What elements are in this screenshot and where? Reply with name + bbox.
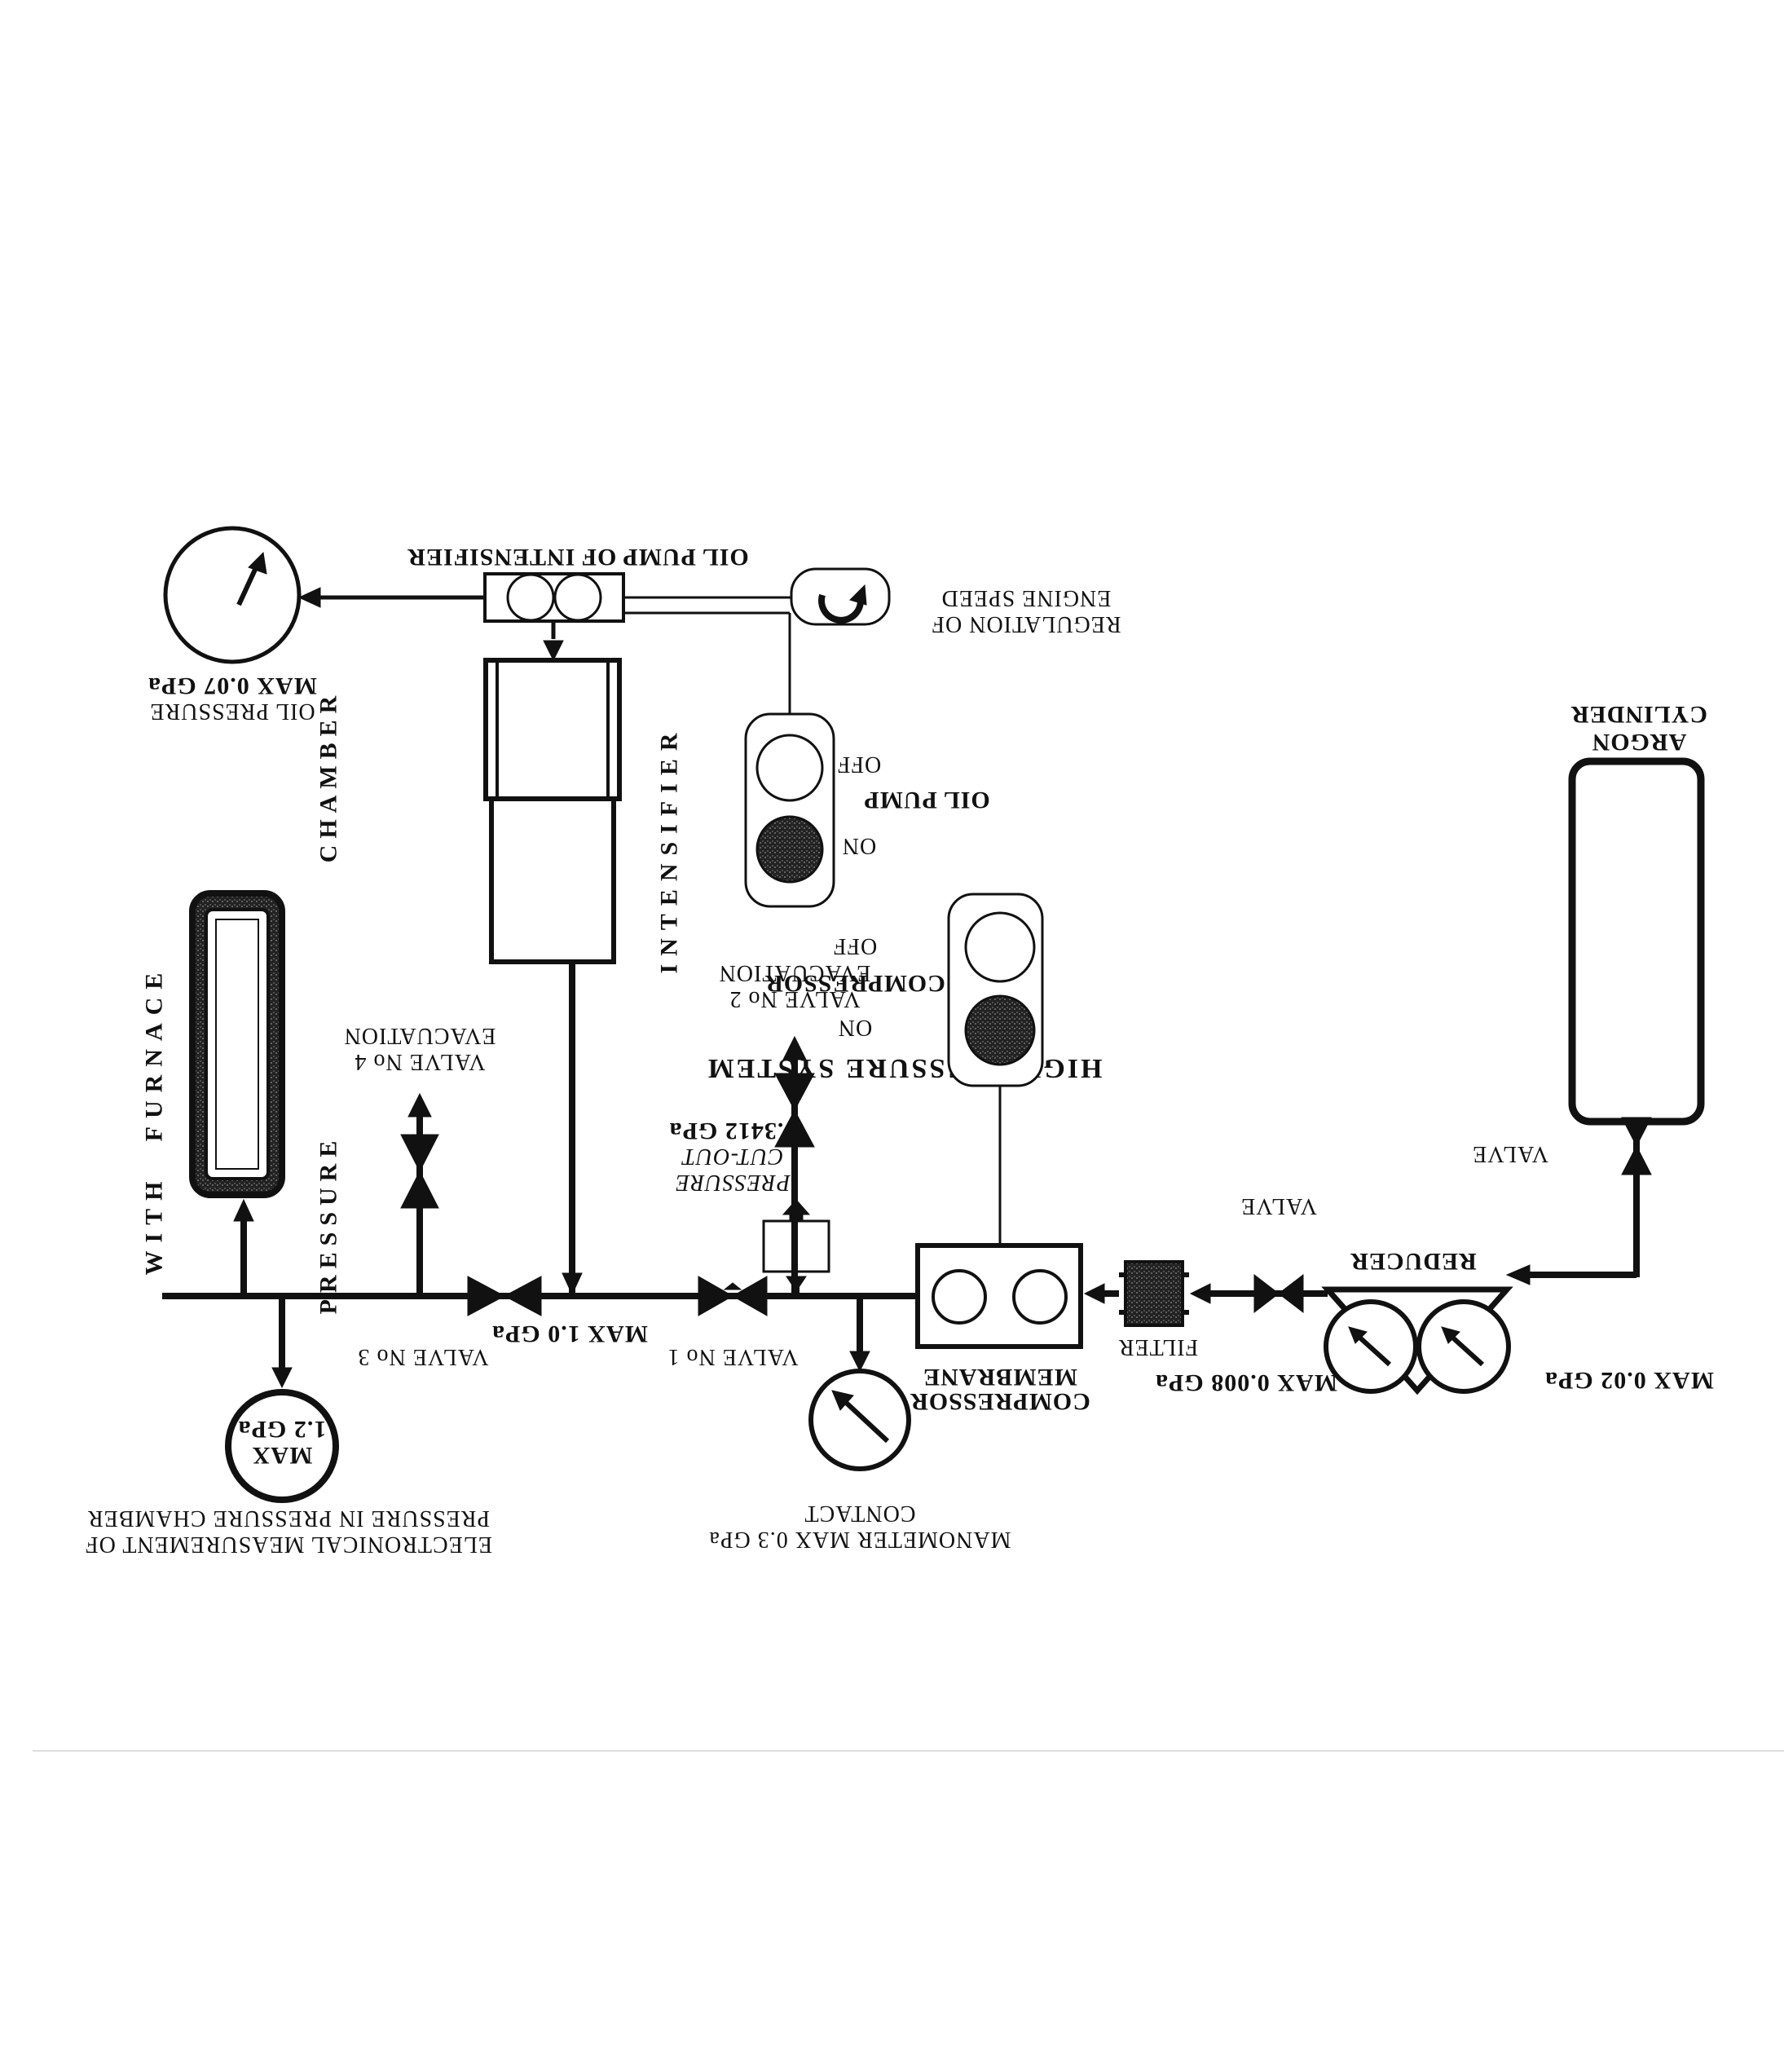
filter-icon [1119,1260,1189,1327]
compressor-on-indicator-icon [964,994,1036,1066]
rotate-icon [818,593,864,624]
membrane-compressor [915,1243,1083,1349]
cutout-label: CUT-OUT [681,1144,783,1169]
pressure-chamber-measurement-label: PRESSURE IN PRESSURE CHAMBER [87,1506,490,1531]
valve-no4-icon[interactable] [400,1134,439,1209]
filter-valve-icon [1253,1273,1304,1314]
reducer-gauge-high-icon [1416,1299,1511,1394]
chamber-vertical-text: CHAMBER [315,690,342,863]
valve-no3-icon[interactable] [467,1276,542,1316]
valve-no2-evacuation-label: EVACUATION [719,960,871,985]
arrow-to-oil-gauge-icon [297,587,321,608]
valve-no2-arrow-icon [782,1035,807,1060]
valve-no1-icon[interactable] [698,1276,768,1316]
engine-speed-regulator[interactable] [790,567,891,626]
oil-pump-of-intensifier-label: OIL PUMP OF INTENSIFIER [407,544,748,571]
intensifier [483,658,622,964]
pressure-chamber-with-furnace [189,890,285,1198]
arrow-to-reducer-icon [1505,1264,1531,1285]
gauge-value-label: 1.2 GPa [238,1416,327,1443]
engine-speed-label: ENGINE SPEED [941,585,1112,611]
membrane-label: MEMBRANE [923,1364,1077,1391]
argon-cylinder [1568,757,1705,1126]
manometer-max-label: MANOMETER MAX 0.3 GPa [709,1527,1011,1552]
arrow-to-furnace-icon [233,1198,254,1222]
furnace-vertical-label: WITH FURNACE [141,965,168,1276]
cutout-pressure-label: PRESSURE [675,1170,791,1195]
cutout-value-label: 0.3412 GPa [669,1118,797,1144]
argon-label: ARGON [1592,729,1687,756]
pressure-chamber-vertical-label: PRESSURE CHAMBER [315,690,342,1315]
electronic-measurement-label: ELECTRONICAL MEASUREMENT OF [85,1532,492,1557]
pressure-vertical-text: PRESSURE [315,1135,342,1315]
valve-no4-evacuation-label: EVACUATION [344,1023,496,1048]
oil-pump-switch[interactable] [744,712,835,908]
oil-pump-switch-label: OIL PUMP [863,787,990,813]
gauge-max-label: MAX [252,1442,313,1469]
valve-no4-label: VALVE No 4 [355,1049,486,1074]
compressor-on-label: ON [838,1015,872,1040]
valve-no3-label: VALVE No 3 [358,1344,489,1369]
oil-pump-off-indicator-icon [755,734,824,802]
arrow-to-filter-icon [1189,1283,1211,1304]
compressor-switch-label: COMPRESSOR [764,970,945,997]
furnace-vertical-text: FURNACE [141,965,168,1142]
oil-pump-off-label: OFF [837,752,881,777]
intensifier-arrow-icon [562,1272,583,1296]
oil-pump-on-label: ON [842,833,876,858]
oil-pressure-max-label: MAX 0.07 GPa [148,672,317,699]
valve-no2-label: VALVE No 2 [729,986,861,1012]
compressor-off-indicator-icon [964,911,1036,983]
valve-no2-icon[interactable] [774,1073,815,1148]
valve-no4-arrow-icon [407,1092,432,1118]
compressor-label: COMPRESSOR [910,1388,1090,1415]
intensifier-vertical-text: INTENSIFIER [656,725,683,973]
electronic-pressure-gauge-icon [225,1389,339,1503]
contact-manometer-gauge-icon [808,1369,911,1471]
arrow-to-electronic-gauge-icon [271,1367,293,1389]
oil-pressure-label: OIL PRESSURE [149,699,315,724]
arrow-to-compressor-icon [1083,1283,1105,1304]
valve-no1-label: VALVE No 1 [667,1344,799,1369]
compressor-off-label: OFF [833,933,877,959]
regulation-label: REGULATION OF [931,611,1121,637]
oil-pump-to-intensifier-arrow-icon [543,640,564,662]
reducer-max-high-label: MAX 0.02 GPa [1544,1367,1714,1394]
filter-valve-label: VALVE [1240,1193,1317,1219]
oil-pressure-gauge-icon [163,526,302,664]
contact-label: CONTACT [804,1501,916,1526]
compressor-switch[interactable] [947,893,1044,1087]
oil-pump-on-indicator-icon [755,815,824,884]
oil-pump-of-intensifier [483,572,625,623]
reducer-gauge-low-icon [1324,1299,1418,1394]
arrow-to-manometer-icon [849,1351,870,1373]
reducer-max-low-label: MAX 0.008 GPa [1155,1369,1337,1396]
reducer-label: REDUCER [1350,1248,1476,1275]
max-1-0-label: MAX 1.0 GPa [491,1320,648,1347]
with-vertical-text: WITH [141,1173,168,1275]
rotated-drawing: HIGH PRESSURE SYSTEM ARGON CYLINDER VALV… [85,526,1714,1557]
cylinder-valve-label: VALVE [1472,1141,1548,1166]
filter-label: FILTER [1118,1334,1198,1360]
cylinder-label: CYLINDER [1570,701,1707,728]
